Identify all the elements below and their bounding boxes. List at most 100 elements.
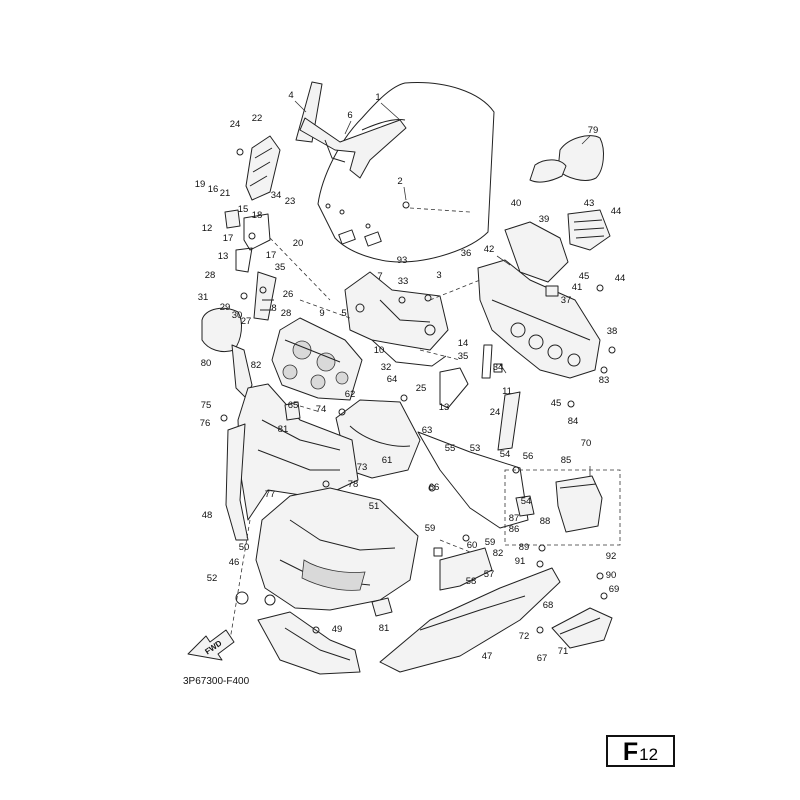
callout-31: 31 xyxy=(198,292,209,303)
callout-83: 83 xyxy=(599,375,610,386)
right-stay-assembly xyxy=(477,209,611,379)
center-stay xyxy=(344,271,449,367)
callout-60: 60 xyxy=(467,540,478,551)
callout-79: 79 xyxy=(588,125,599,136)
inner-panel xyxy=(335,399,529,529)
callout-86: 86 xyxy=(509,524,520,535)
callout-67: 67 xyxy=(537,653,548,664)
callout-81: 81 xyxy=(379,623,390,634)
callout-24: 24 xyxy=(230,119,241,130)
callout-36: 36 xyxy=(461,248,472,259)
callout-71: 71 xyxy=(558,646,569,657)
bracket-lower-right xyxy=(551,607,613,649)
callout-89: 89 xyxy=(519,542,530,553)
callout-87: 87 xyxy=(509,513,520,524)
callout-90: 90 xyxy=(606,570,617,581)
callout-59: 59 xyxy=(425,523,436,534)
callout-39: 39 xyxy=(539,214,550,225)
page-tag-prefix: F xyxy=(622,738,639,766)
callout-64: 64 xyxy=(387,374,398,385)
callout-77: 77 xyxy=(265,489,276,500)
callout-50: 50 xyxy=(239,542,250,553)
callout-51: 51 xyxy=(369,501,380,512)
callout-82: 82 xyxy=(251,360,262,371)
callout-55: 55 xyxy=(445,443,456,454)
callout-5: 5 xyxy=(341,308,346,319)
forward-direction-icon: FWD xyxy=(187,629,235,661)
callout-69: 69 xyxy=(609,584,620,595)
callout-70: 70 xyxy=(581,438,592,449)
callout-73: 73 xyxy=(357,462,368,473)
callout-16: 16 xyxy=(208,184,219,195)
callout-88: 88 xyxy=(540,516,551,527)
callout-63: 63 xyxy=(422,425,433,436)
callout-20: 20 xyxy=(293,238,304,249)
mirror-right-upper xyxy=(529,135,604,183)
callout-21: 21 xyxy=(220,188,231,199)
meter-assembly xyxy=(271,317,363,401)
callout-24: 24 xyxy=(490,407,501,418)
callout-34: 34 xyxy=(271,190,282,201)
callout-91: 91 xyxy=(515,556,526,567)
callout-23: 23 xyxy=(285,196,296,207)
callout-78: 78 xyxy=(348,479,359,490)
callout-17: 17 xyxy=(223,233,234,244)
callout-13: 13 xyxy=(439,402,450,413)
callout-33: 33 xyxy=(398,276,409,287)
callout-8: 8 xyxy=(271,303,276,314)
leader-lines xyxy=(229,100,591,641)
lower-fairing-left xyxy=(257,611,361,675)
callout-48: 48 xyxy=(202,510,213,521)
callout-35: 35 xyxy=(275,262,286,273)
callout-28: 28 xyxy=(205,270,216,281)
callout-29: 29 xyxy=(220,302,231,313)
callout-15: 15 xyxy=(238,204,249,215)
callout-18: 18 xyxy=(252,210,263,221)
side-panel-22 xyxy=(245,135,281,201)
callout-52: 52 xyxy=(207,573,218,584)
callout-93: 93 xyxy=(397,255,408,266)
callout-62: 62 xyxy=(345,389,356,400)
callout-58: 58 xyxy=(466,576,477,587)
callout-68: 68 xyxy=(543,600,554,611)
page-tag-number: 12 xyxy=(639,745,659,764)
callout-61: 61 xyxy=(382,455,393,466)
callout-44: 44 xyxy=(611,206,622,217)
callout-35: 35 xyxy=(458,351,469,362)
callout-11: 11 xyxy=(502,386,512,397)
callout-17: 17 xyxy=(266,250,277,261)
ecu-assembly xyxy=(504,469,621,546)
callout-41: 41 xyxy=(572,282,583,293)
brace-parts xyxy=(439,344,521,451)
callout-2: 2 xyxy=(397,176,402,187)
callout-82: 82 xyxy=(493,548,504,559)
callout-22: 22 xyxy=(252,113,263,124)
callout-10: 10 xyxy=(374,345,385,356)
callout-7: 7 xyxy=(377,271,382,282)
callout-84: 84 xyxy=(568,416,579,427)
callout-26: 26 xyxy=(283,289,294,300)
windscreen xyxy=(317,82,495,263)
callout-92: 92 xyxy=(606,551,617,562)
callout-72: 72 xyxy=(519,631,530,642)
callout-43: 43 xyxy=(584,198,595,209)
callout-45: 45 xyxy=(579,271,590,282)
callout-54: 54 xyxy=(521,496,532,507)
callout-80: 80 xyxy=(201,358,212,369)
callout-13: 13 xyxy=(218,251,229,262)
drawing-code: 3P67300-F400 xyxy=(183,676,250,687)
front-cowling xyxy=(255,487,419,611)
callout-14: 14 xyxy=(458,338,469,349)
callout-27: 27 xyxy=(241,316,252,327)
callout-40: 40 xyxy=(511,198,522,209)
callout-56: 56 xyxy=(523,451,534,462)
callout-37: 37 xyxy=(561,295,572,306)
callout-59: 59 xyxy=(485,537,496,548)
callout-38: 38 xyxy=(607,326,618,337)
callout-74: 74 xyxy=(316,404,327,415)
callout-1: 1 xyxy=(375,92,380,103)
callout-25: 25 xyxy=(416,383,427,394)
callout-47: 47 xyxy=(482,651,493,662)
fasteners xyxy=(220,148,616,634)
callout-44: 44 xyxy=(615,273,626,284)
